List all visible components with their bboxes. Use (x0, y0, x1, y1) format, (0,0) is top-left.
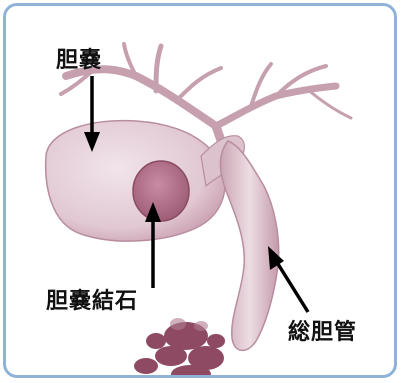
gallstone-shape (133, 161, 189, 221)
label-gallstone: 胆嚢結石 (46, 291, 138, 313)
pancreatic-tissue (134, 322, 225, 378)
label-common-bile-duct: 総胆管 (288, 322, 357, 344)
image-frame: 胆嚢 胆嚢結石 総胆管 (3, 3, 397, 378)
label-gallbladder: 胆嚢 (56, 50, 102, 72)
common-bile-duct-shape (220, 141, 278, 350)
